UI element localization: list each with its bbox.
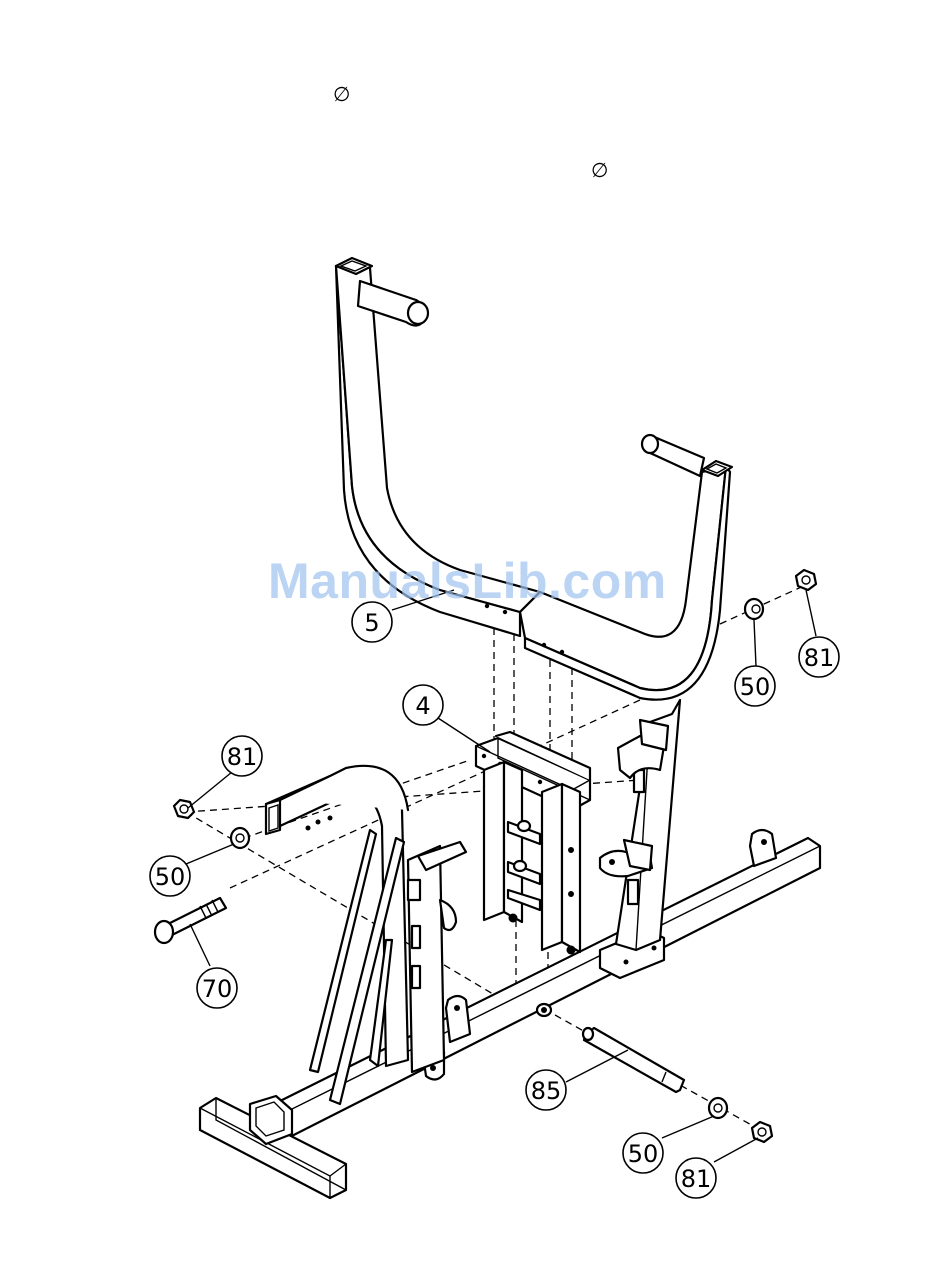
callout-4: 4 — [403, 685, 443, 725]
part-5-handle-bar — [336, 258, 732, 700]
callout-85-label: 85 — [531, 1077, 562, 1105]
callout-5-label: 5 — [364, 609, 379, 637]
callout-50-right-label: 50 — [740, 673, 771, 701]
callout-50-bottom: 50 — [623, 1133, 663, 1173]
hardware-right — [745, 570, 816, 619]
callout-50-left: 50 — [150, 856, 190, 896]
left-seat-riser-frame — [266, 766, 466, 1104]
watermark-text: ManualsLib.com — [268, 552, 667, 610]
callout-50-right: 50 — [735, 666, 775, 706]
callout-4-label: 4 — [415, 692, 430, 720]
callout-50-bottom-label: 50 — [628, 1140, 659, 1168]
callout-50-left-label: 50 — [155, 863, 186, 891]
callout-81-bottom: 81 — [676, 1158, 716, 1198]
callout-70-label: 70 — [202, 975, 233, 1003]
callout-81-bottom-label: 81 — [681, 1165, 712, 1193]
callout-85: 85 — [526, 1070, 566, 1110]
callout-81-left-label: 81 — [227, 743, 258, 771]
part-4-carriage-bracket — [476, 732, 590, 955]
callout-81-right-label: 81 — [804, 644, 835, 672]
callout-81-left: 81 — [222, 736, 262, 776]
callout-70: 70 — [197, 968, 237, 1008]
hardware-bottom — [537, 1004, 772, 1142]
callout-81-right: 81 — [799, 637, 839, 677]
